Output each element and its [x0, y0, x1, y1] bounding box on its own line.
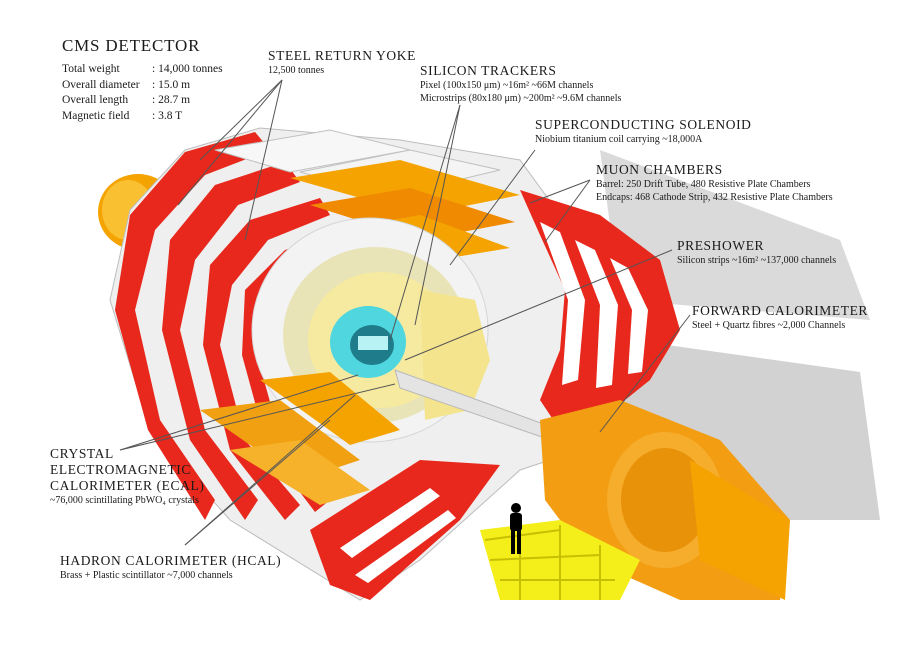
- forward-cal-rim: [621, 448, 709, 552]
- leader-lines: [119, 79, 691, 546]
- leader-yoke-c: [244, 79, 283, 241]
- spec-table: Total weight : 14,000 tonnes Overall dia…: [62, 62, 223, 124]
- spec-value: : 3.8 T: [152, 109, 183, 122]
- label-title-line: CRYSTAL: [50, 446, 114, 461]
- leader-preshower: [404, 249, 673, 361]
- page-title: CMS DETECTOR: [62, 36, 201, 55]
- leader-forward: [599, 314, 691, 433]
- floor-shadow-2: [600, 150, 870, 320]
- muon-top-1: [290, 160, 520, 215]
- yoke-ring-1: [115, 132, 270, 520]
- label-title: HADRON CALORIMETER (HCAL): [60, 553, 282, 568]
- spec-label: Total weight: [62, 63, 120, 75]
- label-steel-return-yoke: STEEL RETURN YOKE 12,500 tonnes: [268, 48, 416, 77]
- label-superconducting-solenoid: SUPERCONDUCTING SOLENOID Niobium titaniu…: [535, 117, 752, 146]
- leader-ecal-a: [119, 374, 359, 451]
- leader-muon-b: [544, 179, 591, 243]
- label-desc: Pixel (100x150 μm) ~16m² ~66M channels: [420, 80, 594, 91]
- label-title: MUON CHAMBERS: [596, 162, 723, 177]
- label-title: SILICON TRACKERS: [420, 63, 557, 78]
- label-hcal: HADRON CALORIMETER (HCAL) Brass + Plasti…: [60, 553, 281, 582]
- right-wheel-slots: [540, 222, 648, 388]
- bottom-yoke: [310, 460, 500, 600]
- leader-yoke-a: [199, 79, 283, 161]
- leader-tracker-a: [414, 104, 461, 326]
- label-desc: Brass + Plastic scintillator ~7,000 chan…: [60, 570, 233, 581]
- label-desc: Niobium titanium coil carrying ~18,000A: [535, 134, 703, 145]
- label-desc: 12,500 tonnes: [268, 65, 325, 76]
- beam-extension: [690, 460, 790, 600]
- spec-label: Overall length: [62, 94, 129, 106]
- muon-top-2: [310, 188, 515, 240]
- label-ecal: CRYSTAL ELECTROMAGNETIC CALORIMETER (ECA…: [50, 446, 204, 507]
- spec-label: Overall diameter: [62, 78, 140, 91]
- leader-yoke-b: [177, 79, 283, 206]
- label-muon-chambers: MUON CHAMBERS Barrel: 250 Drift Tube, 48…: [596, 162, 833, 204]
- label-desc: Steel + Quartz fibres ~2,000 Channels: [692, 320, 846, 331]
- label-desc: Endcaps: 468 Cathode Strip, 432 Resistiv…: [596, 192, 833, 203]
- label-title-line: ELECTROMAGNETIC: [50, 462, 191, 477]
- label-title: PRESHOWER: [677, 238, 765, 253]
- leader-hcal-b: [184, 394, 356, 546]
- label-desc: Silicon strips ~16m² ~137,000 channels: [677, 255, 837, 266]
- leader-muon-a: [529, 179, 591, 204]
- label-preshower: PRESHOWER Silicon strips ~16m² ~137,000 …: [677, 238, 836, 267]
- bottom-yoke-slots: [340, 488, 456, 583]
- yoke-ring-2: [162, 162, 300, 520]
- spec-value: : 14,000 tonnes: [152, 63, 223, 75]
- label-desc: Barrel: 250 Drift Tube, 480 Resistive Pl…: [596, 179, 811, 190]
- label-title: STEEL RETURN YOKE: [268, 48, 416, 63]
- leader-tracker-b: [389, 104, 461, 341]
- spec-label: Magnetic field: [62, 109, 130, 122]
- spec-row: Overall length : 28.7 m: [62, 93, 223, 109]
- yoke-ring-3: [203, 198, 330, 520]
- leader-ecal-b: [119, 383, 396, 451]
- spec-row: Overall diameter : 15.0 m: [62, 78, 223, 94]
- pixel-core: [358, 336, 388, 350]
- label-title: SUPERCONDUCTING SOLENOID: [535, 117, 752, 132]
- hcal-lower-3: [260, 372, 400, 445]
- spec-value: : 28.7 m: [152, 94, 191, 106]
- label-desc: Microstrips (80x180 μm) ~200m² ~9.6M cha…: [420, 93, 622, 104]
- label-title-line: CALORIMETER (ECAL): [50, 478, 205, 493]
- spec-value: : 15.0 m: [152, 78, 191, 91]
- label-silicon-trackers: SILICON TRACKERS Pixel (100x150 μm) ~16m…: [420, 63, 621, 105]
- person-silhouette: [510, 503, 522, 554]
- platform-rails: [484, 525, 615, 600]
- hcal-lower-2: [230, 440, 370, 505]
- label-title: FORWARD CALORIMETER: [692, 303, 869, 318]
- label-desc: ~76,000 scintillating PbWO₄ crystals: [50, 495, 199, 506]
- leader-solenoid: [449, 149, 536, 266]
- spec-row: Magnetic field : 3.8 T: [62, 109, 223, 125]
- spec-row: Total weight : 14,000 tonnes: [62, 62, 223, 78]
- label-forward-calorimeter: FORWARD CALORIMETER Steel + Quartz fibre…: [692, 303, 868, 332]
